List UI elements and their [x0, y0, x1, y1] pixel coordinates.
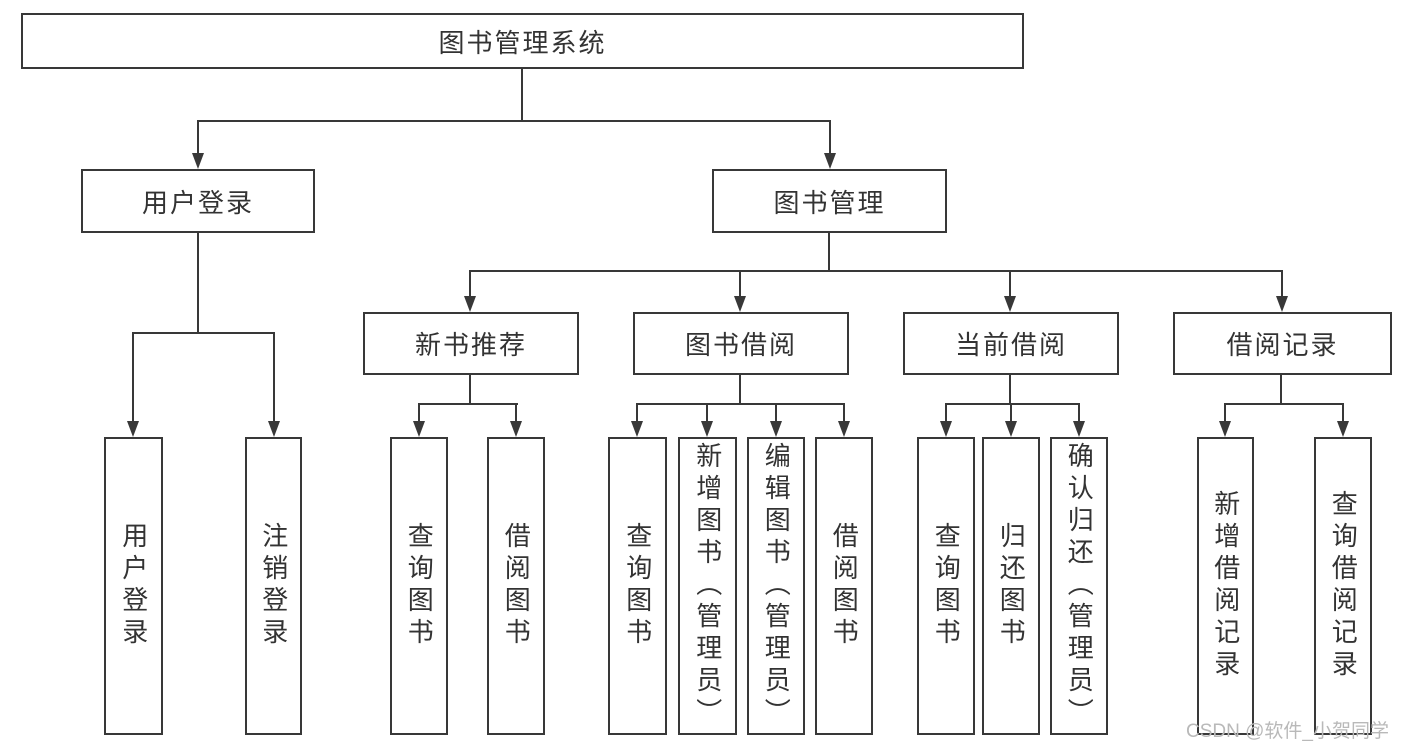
connector-line [197, 121, 199, 154]
connector-line [197, 233, 199, 333]
node-leaf-cb-return-books-label: 归还图书 [996, 522, 1027, 650]
node-leaf-bb-query-books-label: 查询图书 [622, 522, 653, 650]
connector-line [418, 404, 420, 422]
node-leaf-bb-add-books-admin: 新增图书（管理员） [678, 437, 737, 735]
node-leaf-br-add-record: 新增借阅记录 [1197, 437, 1254, 735]
node-leaf-cb-return-books: 归还图书 [982, 437, 1040, 735]
node-leaf-user-login-label: 用户登录 [118, 522, 149, 650]
node-book-management-label: 图书管理 [773, 187, 886, 218]
arrowhead-icon [192, 153, 204, 169]
connector-line [739, 271, 741, 296]
connector-line [636, 403, 845, 405]
connector-line [829, 121, 831, 154]
connector-line [636, 404, 638, 422]
connector-line [132, 333, 134, 421]
connector-line [1224, 404, 1226, 422]
node-leaf-nb-borrow-books: 借阅图书 [487, 437, 545, 735]
connector-line [1009, 375, 1011, 405]
arrowhead-icon [824, 153, 836, 169]
node-leaf-nb-query-books-label: 查询图书 [404, 522, 435, 650]
node-leaf-cb-query-books: 查询图书 [917, 437, 975, 735]
connector-line [1010, 404, 1012, 422]
connector-line [706, 404, 708, 422]
watermark: CSDN @软件_小贺同学 [1186, 721, 1389, 742]
node-book-management: 图书管理 [712, 169, 947, 233]
connector-line [273, 333, 275, 421]
node-leaf-br-query-record: 查询借阅记录 [1314, 437, 1372, 735]
connector-line [1009, 271, 1011, 296]
connector-line [1342, 404, 1344, 422]
arrowhead-icon [1004, 296, 1016, 312]
connector-line [945, 404, 947, 422]
arrowhead-icon [1073, 421, 1085, 437]
connector-line [1224, 403, 1344, 405]
connector-line [521, 69, 523, 122]
arrowhead-icon [701, 421, 713, 437]
node-leaf-nb-query-books: 查询图书 [390, 437, 448, 735]
connector-line [775, 404, 777, 422]
node-leaf-bb-query-books: 查询图书 [608, 437, 667, 735]
node-current-borrow-label: 当前借阅 [954, 330, 1067, 360]
node-leaf-cb-query-books-label: 查询图书 [931, 522, 962, 650]
connector-line [1280, 375, 1282, 405]
connector-line [945, 403, 1080, 405]
node-leaf-bb-add-books-admin-label: 新增图书（管理员） [692, 442, 723, 730]
connector-line [469, 375, 471, 405]
connector-line [515, 404, 517, 422]
connector-line [469, 270, 1283, 272]
node-leaf-bb-borrow-books-label: 借阅图书 [829, 522, 860, 650]
connector-line [828, 233, 830, 271]
connector-line [197, 120, 831, 122]
node-user-login: 用户登录 [81, 169, 315, 233]
connector-line [418, 403, 518, 405]
node-borrow-records-label: 借阅记录 [1226, 330, 1339, 360]
connector-line [132, 332, 275, 334]
arrowhead-icon [1005, 421, 1017, 437]
arrowhead-icon [510, 421, 522, 437]
connector-line [843, 404, 845, 422]
node-book-borrow-label: 图书借阅 [684, 330, 797, 360]
node-user-login-label: 用户登录 [141, 187, 254, 218]
connector-line [1281, 271, 1283, 296]
node-borrow-records: 借阅记录 [1173, 312, 1392, 375]
arrowhead-icon [1337, 421, 1349, 437]
node-leaf-cb-confirm-return-admin-label: 确认归还（管理员） [1064, 442, 1095, 730]
node-root-label: 图书管理系统 [438, 27, 607, 58]
connector-line [469, 271, 471, 296]
arrowhead-icon [1219, 421, 1231, 437]
arrowhead-icon [464, 296, 476, 312]
node-leaf-cb-confirm-return-admin: 确认归还（管理员） [1050, 437, 1108, 735]
node-leaf-user-login: 用户登录 [104, 437, 163, 735]
arrowhead-icon [838, 421, 850, 437]
node-leaf-bb-borrow-books: 借阅图书 [815, 437, 873, 735]
node-new-book-recommend-label: 新书推荐 [414, 330, 527, 360]
node-leaf-logout: 注销登录 [245, 437, 302, 735]
node-leaf-nb-borrow-books-label: 借阅图书 [501, 522, 532, 650]
node-leaf-br-query-record-label: 查询借阅记录 [1328, 490, 1359, 682]
node-leaf-bb-edit-books-admin: 编辑图书（管理员） [747, 437, 805, 735]
node-current-borrow: 当前借阅 [903, 312, 1119, 375]
arrowhead-icon [770, 421, 782, 437]
arrowhead-icon [1276, 296, 1288, 312]
node-leaf-bb-edit-books-admin-label: 编辑图书（管理员） [761, 442, 792, 730]
arrowhead-icon [413, 421, 425, 437]
node-book-borrow: 图书借阅 [633, 312, 849, 375]
arrowhead-icon [734, 296, 746, 312]
arrowhead-icon [268, 421, 280, 437]
node-root: 图书管理系统 [21, 13, 1024, 69]
connector-line [1078, 404, 1080, 422]
arrowhead-icon [631, 421, 643, 437]
arrowhead-icon [127, 421, 139, 437]
connector-line [739, 375, 741, 405]
node-new-book-recommend: 新书推荐 [363, 312, 579, 375]
node-leaf-logout-label: 注销登录 [258, 522, 289, 650]
node-leaf-br-add-record-label: 新增借阅记录 [1210, 490, 1241, 682]
arrowhead-icon [940, 421, 952, 437]
